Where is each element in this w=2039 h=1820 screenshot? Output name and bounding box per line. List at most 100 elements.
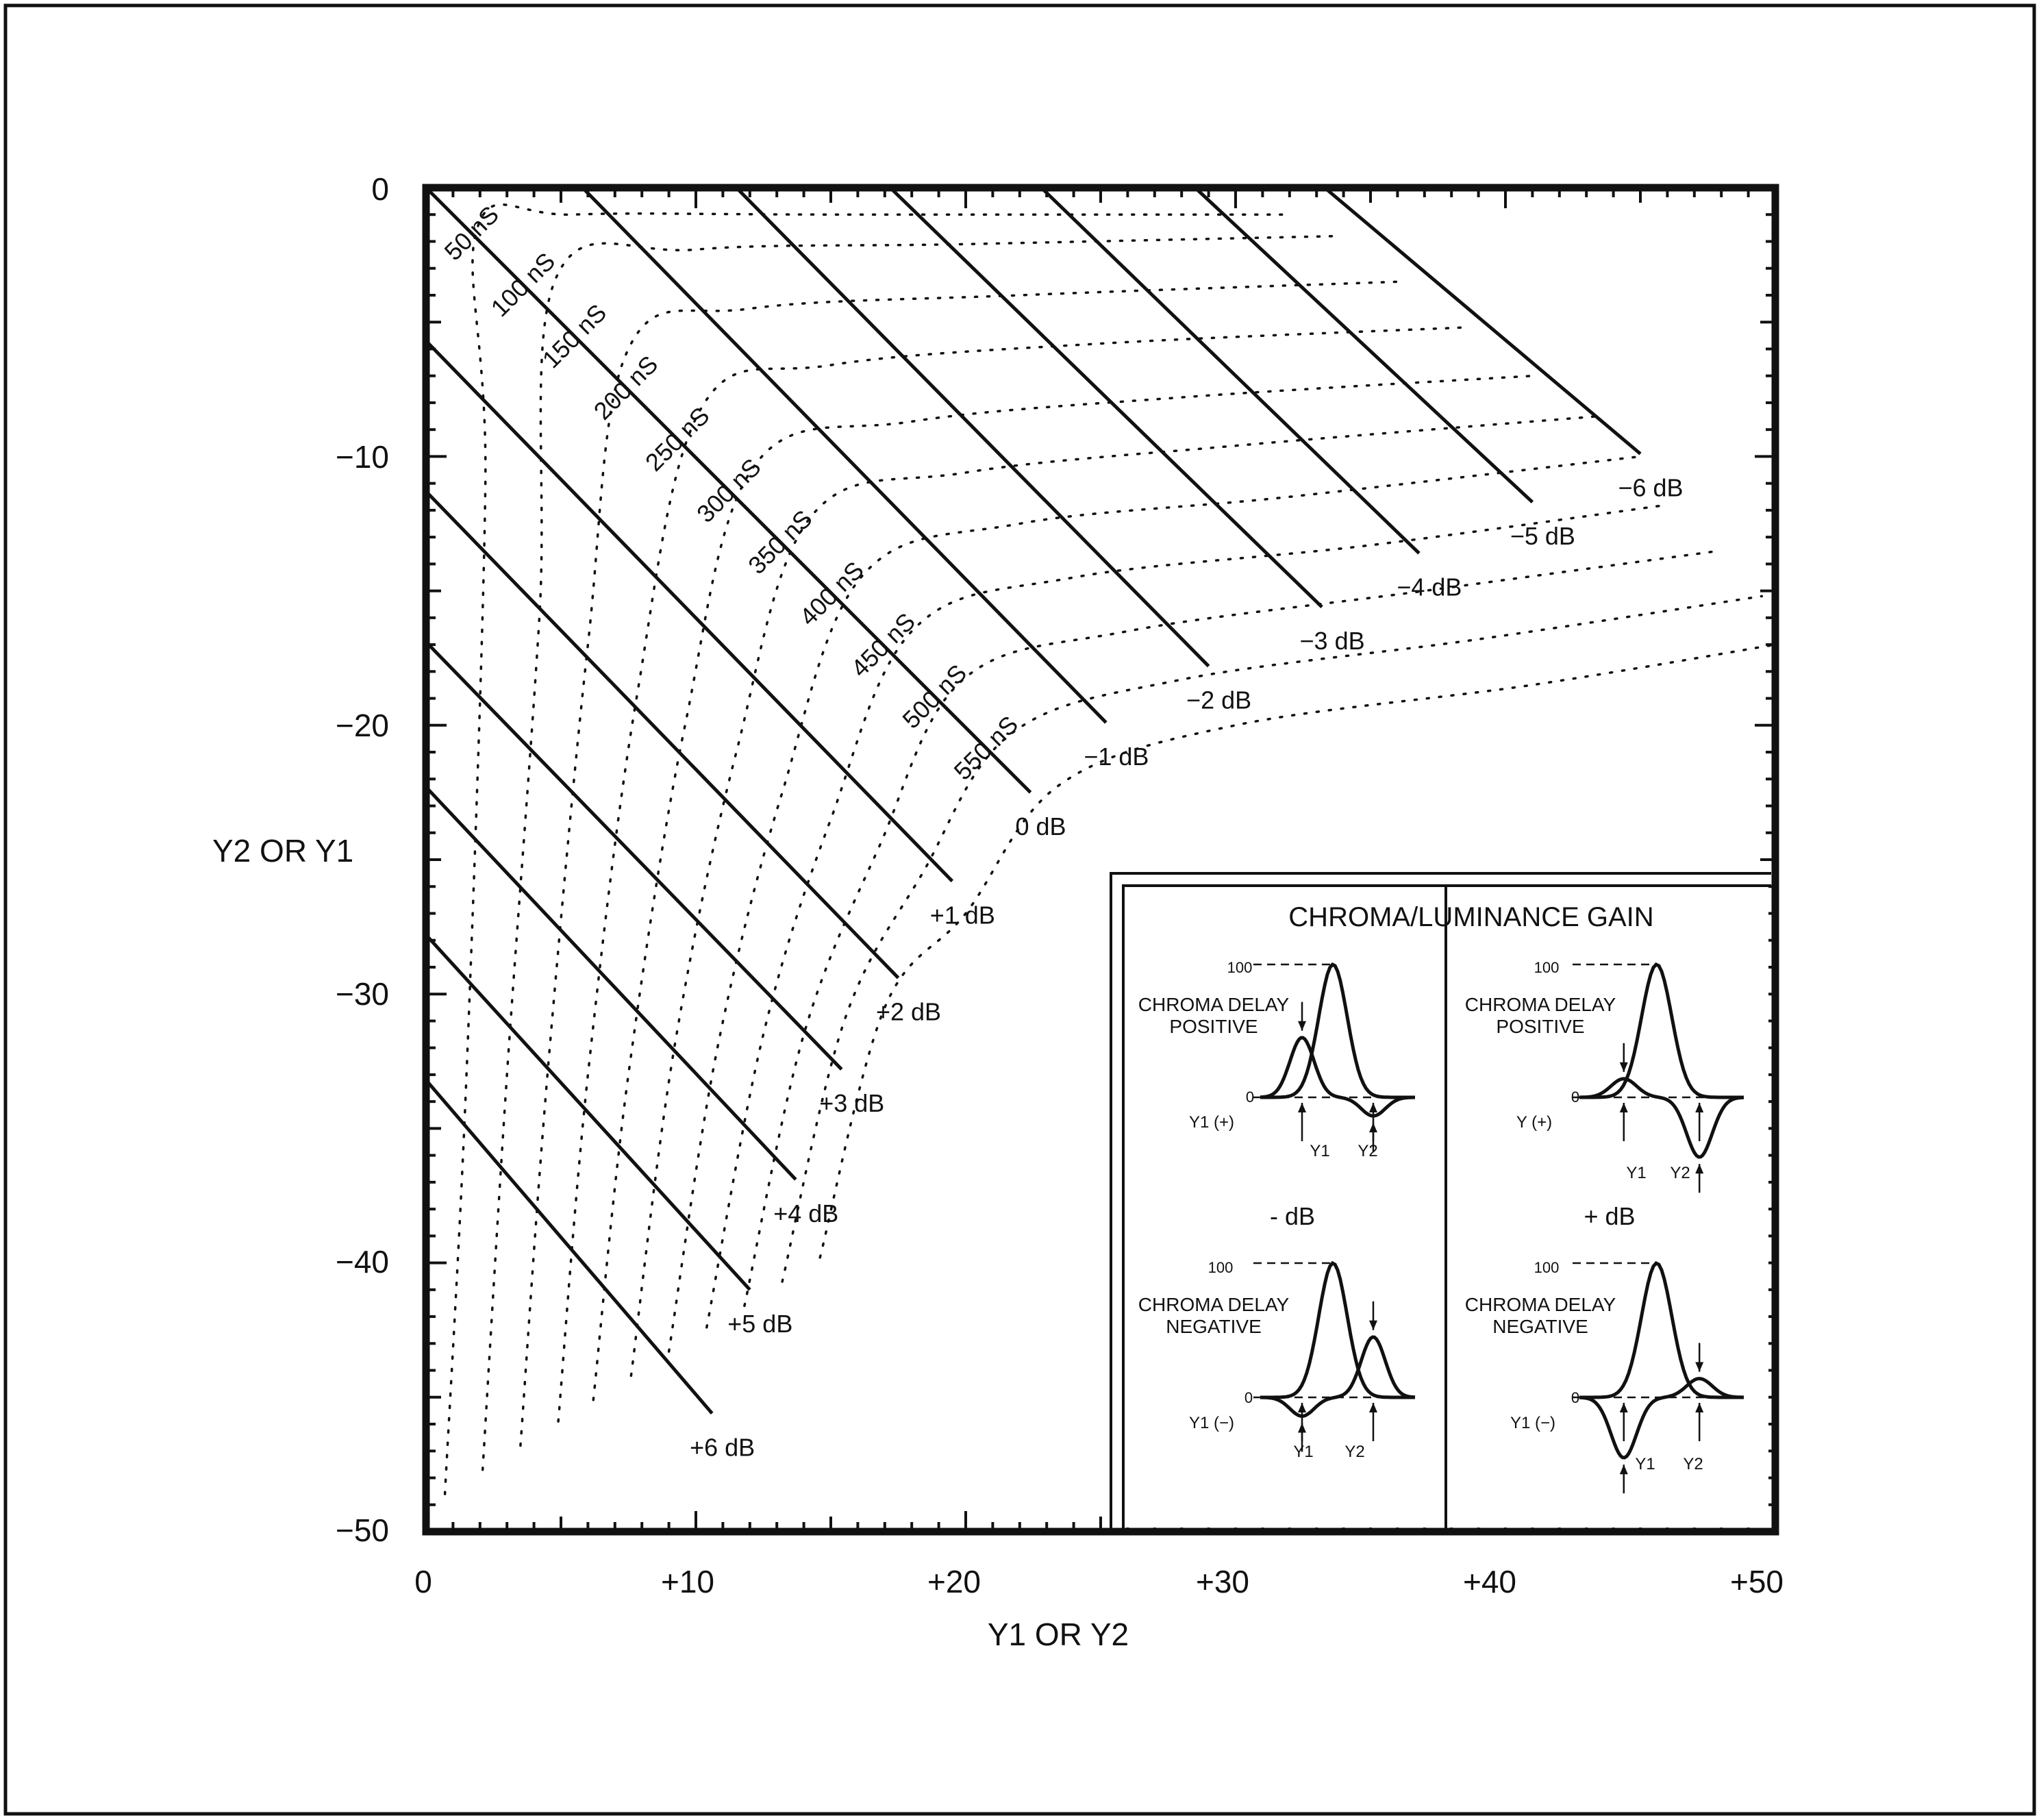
arrowhead-icon [1695,1103,1704,1112]
chroma-response [1579,1077,1744,1159]
waveform-upper-right [1573,962,1744,1193]
luminance-pulse [1579,962,1744,1099]
gain-label: 0 dB [1016,812,1066,840]
arrowhead-icon [1368,1320,1377,1330]
panel-heading: NEGATIVE [1166,1316,1262,1337]
gain-line [735,186,1210,668]
arrowhead-icon [1298,1103,1307,1112]
arrowhead-icon [1298,1403,1307,1412]
x-tick-label: +50 [1730,1564,1784,1599]
x-tick-label: +10 [661,1564,714,1599]
gain-line [581,186,1108,724]
y-tick-label: −30 [336,976,389,1012]
panel-heading: POSITIVE [1496,1016,1584,1037]
marker-label-y2: Y2 [1670,1164,1690,1182]
waveform-lower-left [1253,1260,1416,1452]
amplitude-0-label: 0 [1244,1389,1253,1406]
y-tick-label: −20 [336,708,389,743]
panel-heading: NEGATIVE [1492,1316,1588,1337]
baseline-label: Y1 (+) [1189,1113,1234,1132]
inset-section-label-plus: + dB [1584,1202,1635,1230]
delay-curve [781,595,1764,1283]
marker-label-y2: Y2 [1344,1443,1364,1461]
x-tick-label: +40 [1463,1564,1516,1599]
marker-label-y2: Y2 [1683,1455,1703,1473]
x-axis-label: Y1 OR Y2 [988,1617,1129,1652]
amplitude-100-label: 100 [1227,959,1253,976]
luminance-pulse [1260,962,1415,1099]
waveform-upper-left [1253,962,1415,1152]
arrowhead-icon [1619,1464,1628,1475]
y-tick-label: −10 [336,439,389,475]
x-tick-label: +30 [1196,1564,1249,1599]
gain-label: +5 dB [727,1310,792,1338]
gain-label: +6 dB [690,1433,755,1461]
arrowhead-icon [1298,1021,1307,1031]
inset-background [1111,873,1768,1528]
marker-label-y1: Y1 [1635,1455,1655,1473]
delay-curve [481,234,1340,1471]
amplitude-0-label: 0 [1246,1088,1254,1106]
arrowhead-icon [1695,1362,1704,1372]
amplitude-100-label: 100 [1534,1259,1560,1276]
x-tick-label: 0 [414,1564,432,1599]
gain-line [425,640,843,1071]
delay-curve [705,503,1669,1329]
gain-line [1040,186,1421,555]
arrowhead-icon [1619,1103,1628,1112]
arrowhead-icon [1368,1403,1377,1412]
gain-label: +2 dB [876,998,941,1026]
luminance-pulse [1260,1260,1415,1399]
gain-line [1194,186,1534,503]
delay-curve [667,455,1642,1353]
gain-label: −6 dB [1618,473,1683,501]
chroma-response [1260,1335,1416,1418]
delay-curve [629,414,1601,1378]
inset-title: CHROMA/LUMINANCE GAIN [1288,902,1653,932]
gain-label: −4 dB [1397,573,1462,601]
page-frame [3,3,2036,1816]
marker-label-y2: Y2 [1358,1142,1377,1160]
baseline-label: Y1 (−) [1510,1414,1555,1432]
gain-line [425,490,900,980]
x-axis-tick-labels: 0 +10 +20 +30 +40 +50 [414,1564,1784,1599]
arrowhead-icon [1695,1164,1704,1174]
delay-curve [592,374,1534,1401]
marker-label-y1: Y1 [1293,1443,1313,1461]
marker-label-y1: Y1 [1310,1142,1329,1160]
gain-lines [425,186,1642,1414]
panel-heading: CHROMA DELAY [1138,994,1290,1015]
arrowhead-icon [1368,1103,1377,1112]
gain-line [425,1079,714,1414]
gain-label: −5 dB [1510,522,1575,550]
baseline-label: Y (+) [1516,1113,1552,1132]
y-tick-label: −50 [336,1512,389,1548]
gain-label: −2 dB [1186,686,1251,714]
delay-curve [818,643,1777,1259]
gain-label: +1 dB [930,901,995,929]
inset-outer-border [1110,872,1771,1532]
delay-curves [443,203,1777,1495]
gain-labels: −6 dB−5 dB−4 dB−3 dB−2 dB−1 dB0 dB+1 dB+… [690,473,1683,1461]
gain-line [1323,186,1642,456]
marker-label-y1: Y1 [1626,1164,1646,1182]
panel-heading: CHROMA DELAY [1465,994,1616,1015]
y-axis-tick-labels: 0 −10 −20 −30 −40 −50 [336,171,389,1548]
amplitude-100-label: 100 [1208,1259,1234,1276]
arrowhead-icon [1619,1062,1628,1072]
gain-line [425,934,751,1291]
gain-line [425,786,797,1181]
panel-heading: CHROMA DELAY [1465,1294,1616,1315]
arrowhead-icon [1695,1403,1704,1412]
gain-label: +3 dB [819,1089,884,1117]
gain-inset: CHROMA/LUMINANCE GAIN - dB + dB CHROMA D… [1110,872,1771,1532]
waveform-lower-right [1573,1261,1744,1494]
inset-section-label-minus: - dB [1270,1202,1315,1230]
x-tick-label: +20 [927,1564,981,1599]
gain-line [425,186,1032,794]
gain-line [888,186,1323,608]
amplitude-100-label: 100 [1534,959,1560,976]
panel-heading: POSITIVE [1169,1016,1258,1037]
